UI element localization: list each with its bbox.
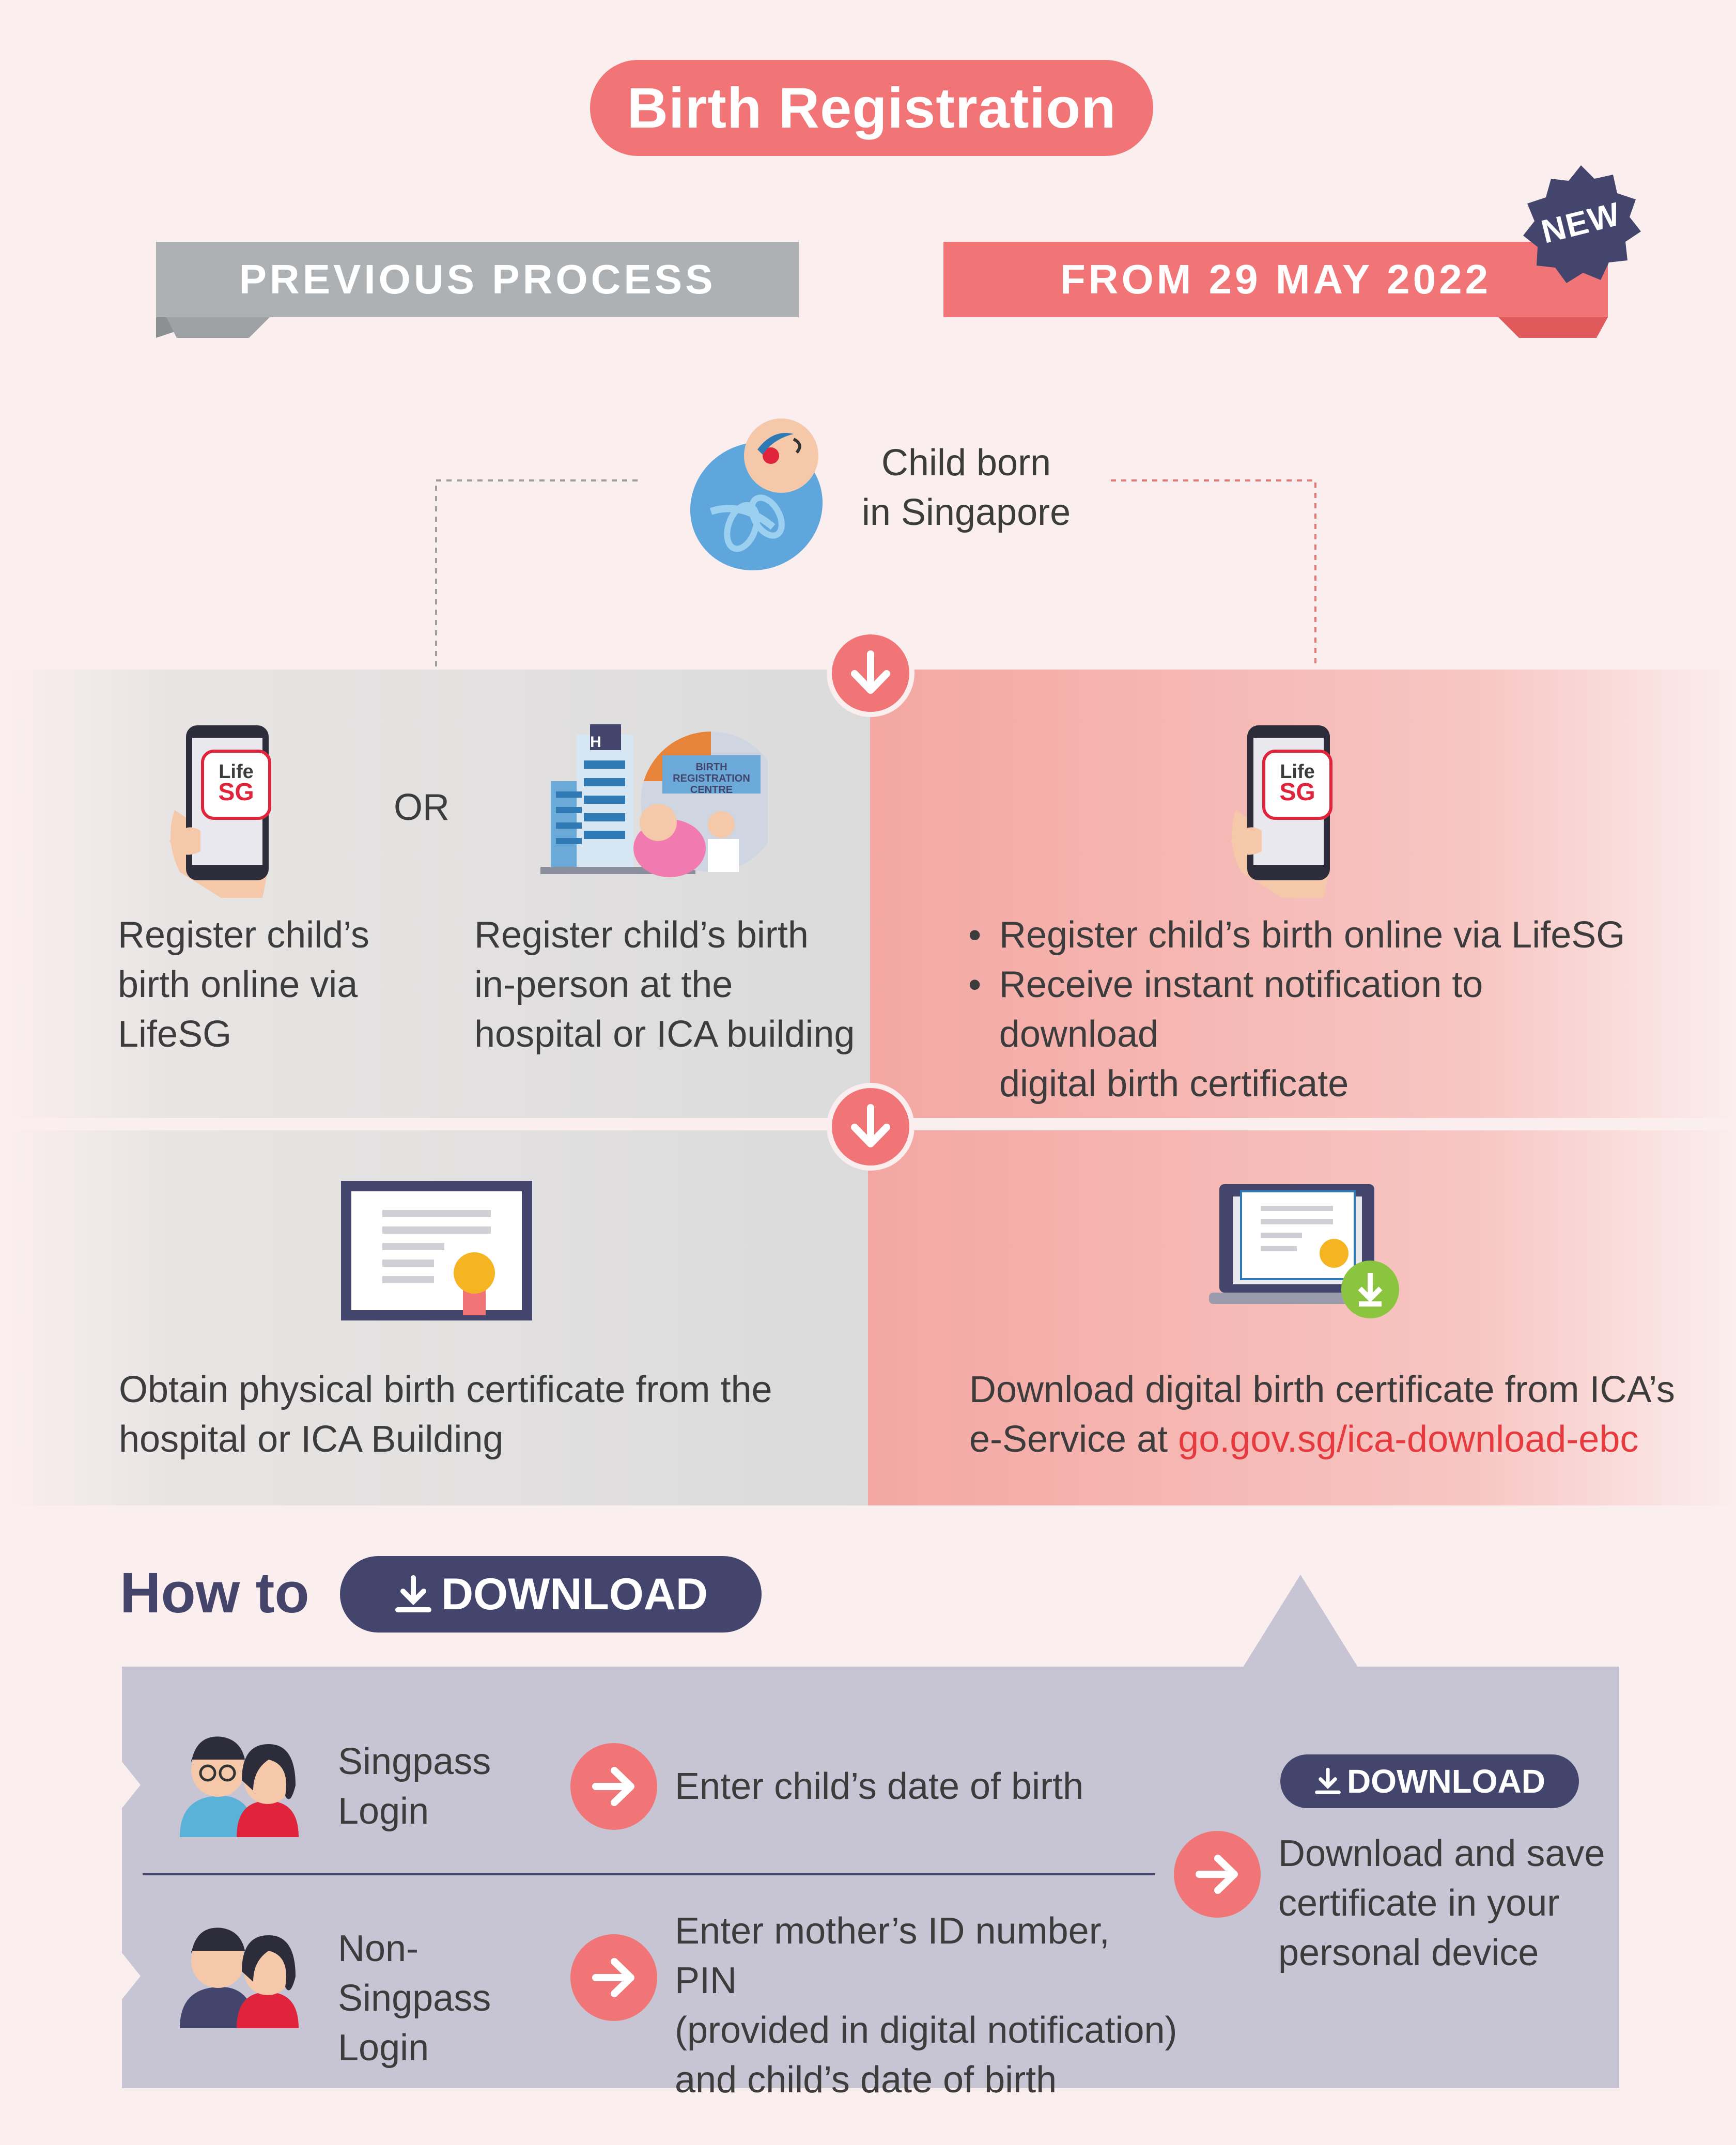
- singpass-users-icon: [180, 1736, 299, 1837]
- final-step-arrow: [1174, 1831, 1261, 1918]
- previous-process-label: PREVIOUS PROCESS: [239, 256, 716, 302]
- singpass-login-label: Singpass Login: [338, 1737, 545, 1836]
- physical-certificate-icon: [341, 1181, 532, 1320]
- inperson-line1: Register child’s birth: [474, 914, 809, 956]
- online-registration-text: Register child’s birth online via LifeSG: [118, 910, 438, 1059]
- arrow-right-icon: [1196, 1855, 1238, 1894]
- arrow-down-icon: [851, 650, 890, 694]
- final-step-text: Download and save certificate in your pe…: [1278, 1829, 1609, 1978]
- physical-certificate-text: Obtain physical birth certificate from t…: [119, 1365, 853, 1464]
- bullet-text: Receive instant notification to download: [999, 964, 1483, 1055]
- sign-line1: BIRTH: [695, 761, 727, 773]
- new-process-label: FROM 29 MAY 2022: [1060, 256, 1492, 302]
- lifesg-logo-line2: SG: [218, 779, 254, 806]
- download-pill-label: DOWNLOAD: [441, 1569, 708, 1619]
- or-label: OR: [394, 787, 450, 828]
- callout-pointer: [1242, 1575, 1359, 1669]
- child-born-line2: in Singapore: [861, 492, 1071, 533]
- download-icon: [395, 1575, 432, 1612]
- arrow-down-icon: [851, 1104, 890, 1147]
- digital-line2-prefix: e-Service at: [969, 1419, 1179, 1460]
- non-singpass-step-line1: Enter mother’s ID number, PIN: [675, 1910, 1110, 2001]
- lifesg-logo-line1: Life: [219, 761, 254, 783]
- non-singpass-step-line2: (provided in digital notification): [675, 2010, 1177, 2051]
- sign-line3: CENTRE: [690, 784, 733, 796]
- non-singpass-arrow: [570, 1934, 657, 2021]
- ebc-download-link[interactable]: go.gov.sg/ica-download-ebc: [1178, 1419, 1639, 1460]
- child-born-line1: Child born: [881, 442, 1051, 484]
- non-singpass-step-line3: and child’s date of birth: [675, 2059, 1057, 2101]
- inperson-line3: hospital or ICA building: [474, 1014, 855, 1055]
- download-small-pill: DOWNLOAD: [1280, 1754, 1579, 1808]
- download-icon: [1315, 1767, 1341, 1794]
- bullet-item: • Receive instant notification to downlo…: [968, 960, 1650, 1059]
- final-line2: certificate in your: [1278, 1883, 1560, 1924]
- digital-line2: e-Service at go.gov.sg/ica-download-ebc: [969, 1415, 1724, 1464]
- new-step1-bullets: • Register child’s birth online via Life…: [968, 910, 1650, 1109]
- online-line3: LifeSG: [118, 1014, 232, 1055]
- ribbon-tail-left: [166, 317, 270, 338]
- online-line1: Register child’s: [118, 914, 369, 956]
- arrow-right-icon: [592, 1767, 634, 1806]
- previous-process-ribbon: PREVIOUS PROCESS: [156, 242, 799, 317]
- bullet-continuation: digital birth certificate: [999, 1063, 1349, 1105]
- non-singpass-users-icon: [180, 1928, 299, 2028]
- phone-lifesg-icon: [1231, 725, 1332, 898]
- non-singpass-line1: Non-Singpass: [338, 1928, 491, 2019]
- final-line1: Download and save: [1278, 1833, 1605, 1874]
- down-arrow-1: [827, 629, 915, 717]
- singpass-arrow: [570, 1743, 657, 1830]
- how-to-label: How to: [120, 1561, 309, 1625]
- page-title: Birth Registration: [590, 60, 1153, 156]
- non-singpass-step-text: Enter mother’s ID number, PIN (provided …: [675, 1906, 1181, 2105]
- dotted-connector: [435, 479, 1316, 666]
- divider: [143, 1873, 1155, 1875]
- notch-icon: [122, 1953, 141, 1999]
- hospital-letter: H: [590, 734, 601, 751]
- bullet-text: Register child’s birth online via LifeSG: [999, 914, 1625, 956]
- singpass-line2: Login: [338, 1791, 429, 1832]
- bullet-dot: •: [968, 914, 982, 956]
- download-small-pill-label: DOWNLOAD: [1347, 1763, 1545, 1800]
- lifesg-logo: Life SG: [203, 761, 270, 806]
- singpass-line1: Singpass: [338, 1741, 491, 1782]
- down-arrow-2: [827, 1083, 915, 1171]
- child-born-text: Child born in Singapore: [837, 438, 1095, 537]
- arrow-right-icon: [592, 1958, 634, 1997]
- digital-certificate-text: Download digital birth certificate from …: [969, 1365, 1724, 1464]
- bullet-item: • Register child’s birth online via Life…: [968, 910, 1650, 960]
- physical-line2: hospital or ICA Building: [119, 1419, 504, 1460]
- singpass-step-text: Enter child’s date of birth: [675, 1766, 1084, 1807]
- physical-line1: Obtain physical birth certificate from t…: [119, 1369, 772, 1410]
- phone-lifesg-icon: [169, 725, 271, 898]
- sign-line2: REGISTRATION: [673, 773, 750, 784]
- new-badge-icon: [1523, 165, 1641, 283]
- non-singpass-line2: Login: [338, 2027, 429, 2069]
- lifesg-logo-line1: Life: [1280, 761, 1315, 783]
- new-process-ribbon: FROM 29 MAY 2022: [943, 242, 1608, 317]
- download-steps-box: [122, 1667, 1619, 2088]
- lifesg-logo-line2: SG: [1279, 779, 1315, 806]
- download-pill: DOWNLOAD: [340, 1556, 762, 1633]
- ribbon-tail-right: [1498, 317, 1608, 338]
- online-line2: birth online via: [118, 964, 358, 1005]
- laptop-digital-certificate-icon: [1209, 1184, 1399, 1318]
- lifesg-logo: Life SG: [1264, 761, 1331, 806]
- birth-registration-sign: BIRTH REGISTRATION CENTRE: [662, 761, 761, 796]
- inperson-line2: in-person at the: [474, 964, 733, 1005]
- notch-icon: [122, 1762, 141, 1808]
- baby-icon: [690, 418, 823, 571]
- hospital-building-icon: [540, 724, 768, 877]
- final-line3: personal device: [1278, 1932, 1539, 1973]
- digital-line1: Download digital birth certificate from …: [969, 1369, 1675, 1410]
- bullet-dot: •: [968, 964, 982, 1005]
- non-singpass-login-label: Non-Singpass Login: [338, 1924, 555, 2073]
- in-person-registration-text: Register child’s birth in-person at the …: [474, 910, 867, 1059]
